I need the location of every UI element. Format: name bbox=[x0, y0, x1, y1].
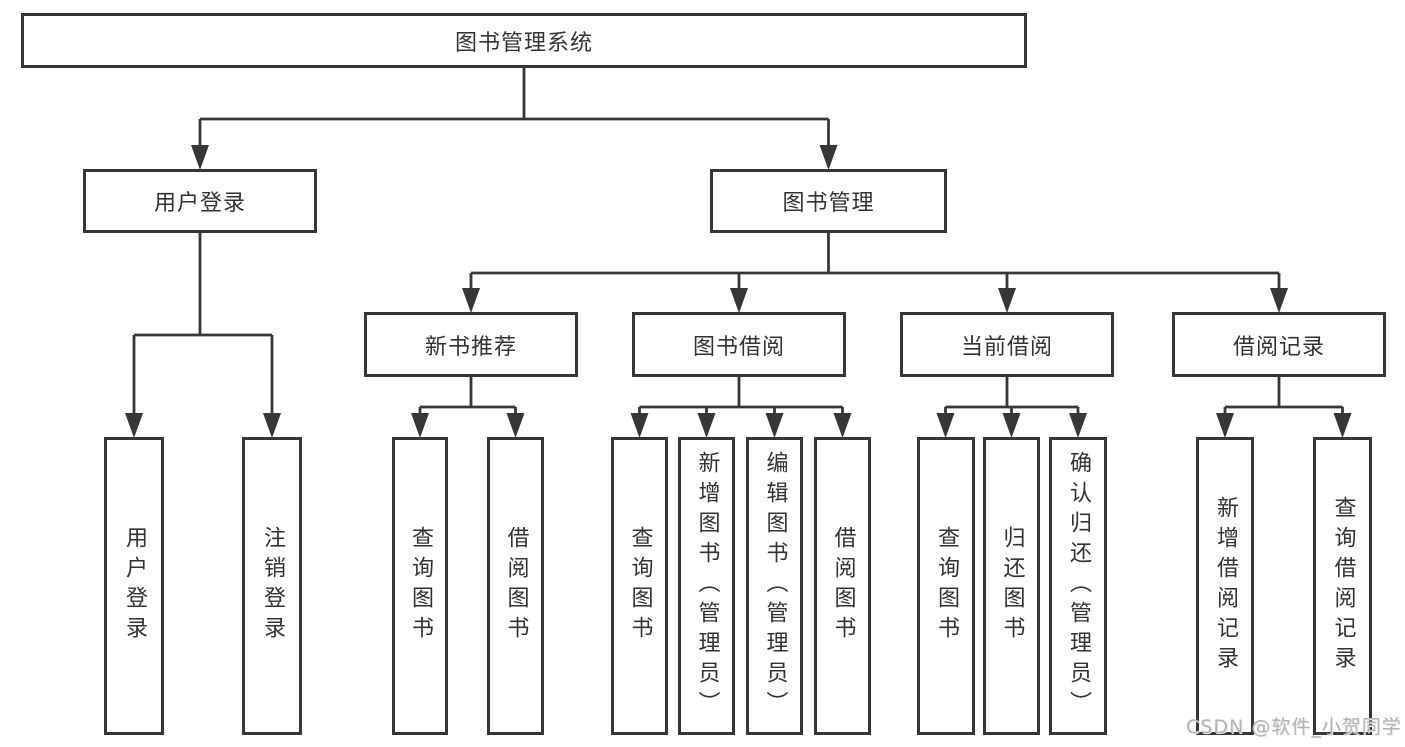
leaf-borrow-books-recommend-label: 借阅图书 bbox=[503, 526, 529, 646]
node-borrowing-records: 借阅记录 bbox=[1172, 312, 1386, 377]
leaf-borrow-books-borrowing-label: 借阅图书 bbox=[830, 526, 856, 646]
leaf-query-borrow-record: 查询借阅记录 bbox=[1313, 437, 1372, 735]
leaf-user-login-label: 用户登录 bbox=[122, 526, 147, 646]
leaf-query-books-recommend-label: 查询图书 bbox=[408, 526, 433, 646]
leaf-return-books: 归还图书 bbox=[983, 437, 1040, 735]
node-new-book-recommend: 新书推荐 bbox=[364, 312, 578, 377]
node-root: 图书管理系统 bbox=[21, 13, 1027, 68]
leaf-logout-label: 注销登录 bbox=[260, 526, 285, 646]
leaf-edit-book-admin: 编辑图书（管理员） bbox=[746, 437, 803, 735]
leaf-add-borrow-record-label: 新增借阅记录 bbox=[1213, 496, 1238, 676]
leaf-query-borrow-record-label: 查询借阅记录 bbox=[1330, 496, 1356, 676]
node-current-borrowing: 当前借阅 bbox=[900, 312, 1114, 377]
leaf-query-books-borrowing: 查询图书 bbox=[611, 437, 668, 735]
leaf-confirm-return-admin-label: 确认归还（管理员） bbox=[1066, 451, 1091, 721]
node-book-management: 图书管理 bbox=[710, 169, 947, 233]
leaf-borrow-books-recommend: 借阅图书 bbox=[487, 437, 544, 735]
leaf-user-login: 用户登录 bbox=[104, 437, 164, 735]
watermark: CSDN @软件_小贺同学 bbox=[1186, 716, 1402, 738]
leaf-edit-book-admin-label: 编辑图书（管理员） bbox=[762, 451, 788, 721]
leaf-logout: 注销登录 bbox=[242, 437, 302, 735]
leaf-borrow-books-borrowing: 借阅图书 bbox=[814, 437, 871, 735]
leaf-add-book-admin-label: 新增图书（管理员） bbox=[694, 451, 720, 721]
leaf-confirm-return-admin: 确认归还（管理员） bbox=[1049, 437, 1107, 735]
leaf-add-borrow-record: 新增借阅记录 bbox=[1196, 437, 1254, 735]
node-book-borrowing: 图书借阅 bbox=[632, 312, 846, 377]
node-user-login-group: 用户登录 bbox=[83, 169, 317, 233]
leaf-return-books-label: 归还图书 bbox=[999, 526, 1025, 646]
leaf-add-book-admin: 新增图书（管理员） bbox=[678, 437, 735, 735]
leaf-query-books-current: 查询图书 bbox=[917, 437, 975, 735]
leaf-query-books-borrowing-label: 查询图书 bbox=[627, 526, 653, 646]
leaf-query-books-current-label: 查询图书 bbox=[934, 526, 959, 646]
leaf-query-books-recommend: 查询图书 bbox=[392, 437, 448, 735]
